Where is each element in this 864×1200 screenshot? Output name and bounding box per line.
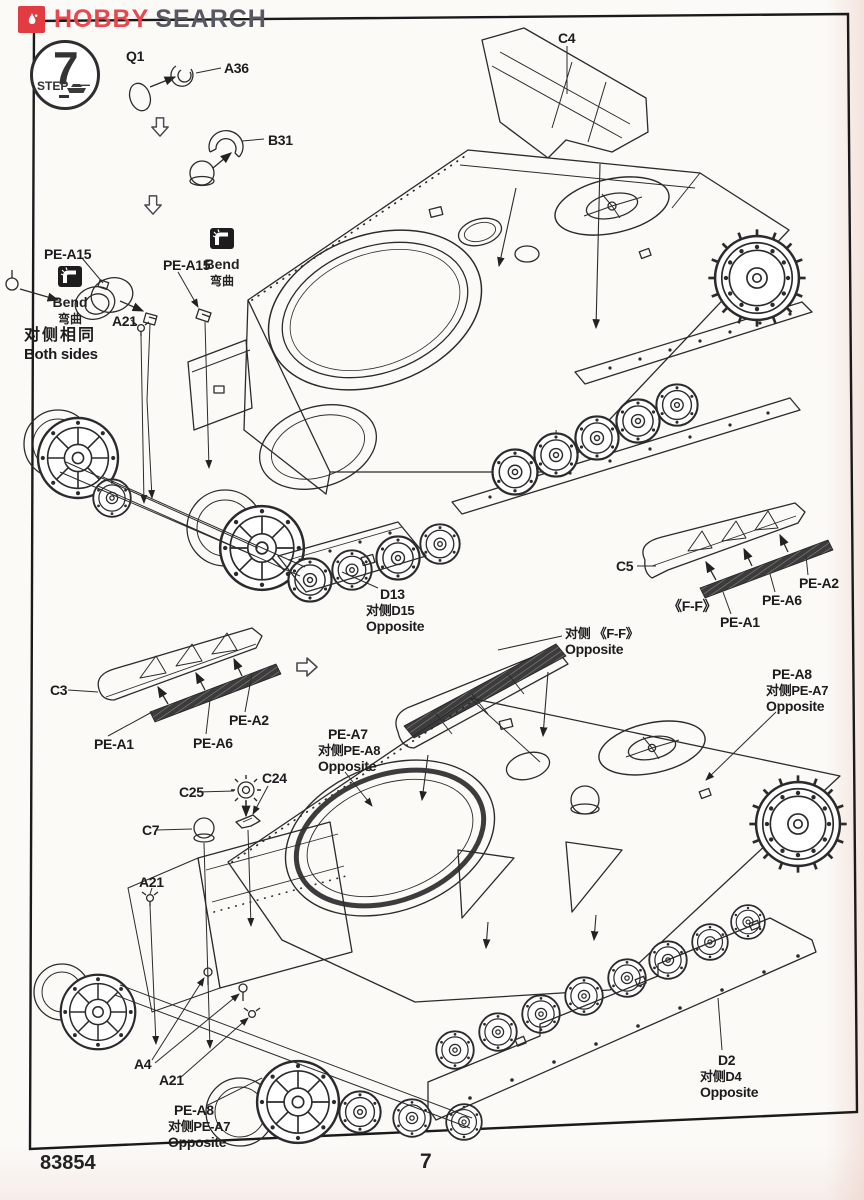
d13-plate-part [277, 521, 427, 593]
hull-drawing-2 [33, 635, 848, 1147]
label-pe-a8-bottom-block: PE-A8 对侧PE-A7 Opposite [168, 1102, 231, 1150]
label-opp-d4: 对侧D4 [700, 1068, 742, 1084]
hull-1-fenders [451, 301, 813, 515]
both-sides-cn: 对侧相同 [24, 327, 97, 344]
page-number: 7 [420, 1150, 432, 1173]
label-opposite: Opposite [565, 641, 624, 658]
label-opp-d15: 对侧D15 [366, 602, 415, 618]
page-frame [28, 12, 859, 1151]
brand-logo-box [18, 6, 45, 33]
label-pe-a15-left: PE-A15 [44, 246, 92, 262]
label-pe-a6-c3: PE-A6 [193, 735, 233, 751]
block-arrow-down-icon [151, 117, 169, 137]
pe-a15-headlight-group [5, 257, 213, 504]
part-q1 [128, 82, 152, 112]
label-c5: C5 [616, 558, 634, 574]
d2-skirt-part [427, 917, 817, 1121]
label-c25: C25 [179, 784, 204, 800]
label-a21-2: A21 [139, 874, 164, 890]
label-a21-1: A21 [112, 313, 137, 329]
label-pe-a8-right-block: PE-A8 对侧PE-A7 Opposite [766, 666, 829, 714]
label-c3: C3 [50, 682, 68, 698]
brand-word-search: SEARCH [155, 5, 267, 33]
label-pe-a6-c5: PE-A6 [762, 592, 802, 608]
c5-fender-assembly [637, 502, 834, 615]
label-pe-a8: PE-A8 [174, 1102, 214, 1118]
label-c4: C4 [558, 30, 576, 46]
label-d13-block: D13 对侧D15 Opposite [366, 586, 425, 634]
brand-word-hobby: HOBBY [54, 5, 150, 33]
both-sides-en: Both sides [24, 345, 98, 363]
label-opp-pe-a7: 对侧PE-A7 [168, 1118, 231, 1134]
label-a36: A36 [224, 60, 249, 76]
c3-fender-assembly [67, 627, 318, 737]
bend-note-left: Bend 弯曲 [50, 264, 90, 327]
label-pe-a2-c3: PE-A2 [229, 712, 269, 728]
label-c24: C24 [262, 770, 287, 786]
step-underline [59, 95, 69, 98]
label-pe-a7-block: PE-A7 对侧PE-A8 Opposite [318, 726, 381, 774]
hull-2-small-parts [141, 775, 269, 1079]
hull-drawing-1 [5, 27, 834, 615]
label-d2-block: D2 对侧D4 Opposite [700, 1052, 759, 1100]
label-q1: Q1 [126, 48, 145, 64]
ff-fender-assembly [395, 635, 569, 802]
label-pe-a1-c3: PE-A1 [94, 736, 134, 752]
step-label: STEP [37, 79, 69, 93]
label-d2: D2 [718, 1052, 736, 1068]
bend-label-en: Bend [204, 256, 240, 272]
label-b31: B31 [268, 132, 293, 148]
bend-fold-icon [210, 228, 234, 249]
label-opp-pe-a8: 对侧PE-A8 [318, 742, 381, 758]
label-pe-a2-c5: PE-A2 [799, 575, 839, 591]
bend-label-cn: 弯曲 [57, 312, 82, 326]
label-pe-a15-right: PE-A15 [163, 257, 211, 273]
block-arrow-right-icon [296, 657, 318, 677]
part-b31 [189, 130, 244, 187]
label-d13: D13 [380, 586, 405, 602]
part-a36 [170, 65, 194, 87]
label-ff-opposite-cn: 对侧 《F-F》 [565, 626, 639, 641]
drive-sprocket [707, 228, 807, 328]
label-ff-section: 《F-F》 [668, 598, 717, 614]
label-ff-opposite-block: 对侧 《F-F》 Opposite [565, 626, 639, 658]
bend-note-right: Bend 弯曲 [202, 226, 242, 289]
drive-sprocket [748, 774, 848, 874]
label-opposite: Opposite [766, 697, 825, 714]
block-arrow-down-icon [144, 195, 162, 215]
step-badge: 7 STEP [30, 40, 100, 110]
both-sides-note: 对侧相同 Both sides [24, 327, 98, 364]
label-opp-pe-a7: 对侧PE-A7 [766, 682, 829, 698]
label-a4: A4 [134, 1056, 152, 1072]
label-pe-a7: PE-A7 [328, 726, 368, 742]
tank-silhouette-icon [65, 83, 91, 101]
flame-icon [28, 12, 37, 24]
label-opposite: Opposite [168, 1133, 227, 1150]
c4-cover-part [481, 27, 649, 159]
label-opposite: Opposite [700, 1083, 759, 1100]
label-pe-a8: PE-A8 [772, 666, 812, 682]
label-c7: C7 [142, 822, 160, 838]
bend-label-cn: 弯曲 [209, 274, 234, 288]
hull-2-body [127, 697, 841, 1013]
bend-label-en: Bend [52, 294, 88, 310]
hull-1-body [187, 149, 790, 495]
label-opposite: Opposite [366, 617, 425, 634]
label-opposite: Opposite [318, 757, 377, 774]
product-code: 83854 [40, 1152, 96, 1174]
bend-fold-icon [58, 266, 82, 287]
label-pe-a1-c5: PE-A1 [720, 614, 760, 630]
label-a21-3: A21 [159, 1072, 184, 1088]
